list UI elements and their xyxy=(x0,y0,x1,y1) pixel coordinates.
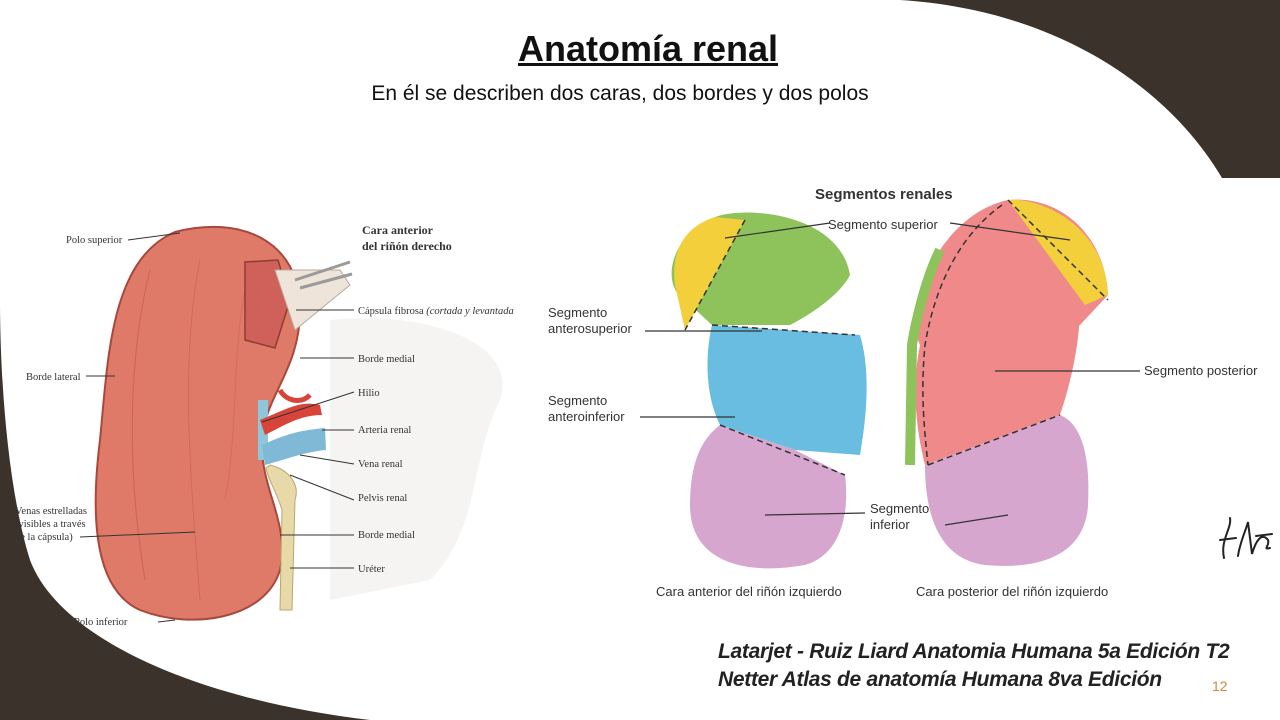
label-venas-estrelladas-2: (visibles a través xyxy=(15,519,86,530)
label-anteroinferior-1: Segmento xyxy=(548,393,607,408)
reference-netter: Netter Atlas de anatomía Humana 8va Edic… xyxy=(718,668,1162,691)
label-venas-estrelladas-3: de la cápsula) xyxy=(15,532,73,543)
posterior-kidney xyxy=(905,199,1109,566)
anterior-kidney xyxy=(671,212,867,569)
label-venas-estrelladas-1: Venas estrelladas xyxy=(15,506,87,517)
left-heading-line1: Cara anterior xyxy=(362,223,434,237)
label-segmento-inferior-1: Segmento xyxy=(870,501,929,516)
right-kidney-anterior-illustration: Polo superior Cara anterior del riñón de… xyxy=(15,223,514,628)
netter-signature xyxy=(1219,517,1273,559)
caption-posterior: Cara posterior del riñón izquierdo xyxy=(916,584,1108,599)
label-segmento-inferior-2: inferior xyxy=(870,517,910,532)
label-pelvis-renal: Pelvis renal xyxy=(358,493,407,504)
label-segmento-superior: Segmento superior xyxy=(828,217,939,232)
slide-title: Anatomía renal xyxy=(517,28,779,69)
label-borde-lateral: Borde lateral xyxy=(26,372,81,383)
label-anterosuperior-2: anterosuperior xyxy=(548,321,632,336)
left-heading-line2: del riñón derecho xyxy=(362,239,452,253)
label-arteria-renal: Arteria renal xyxy=(358,425,411,436)
label-borde-medial-upper: Borde medial xyxy=(358,354,415,365)
label-anterosuperior-1: Segmento xyxy=(548,305,607,320)
label-polo-superior: Polo superior xyxy=(66,235,123,246)
renal-segments-illustration: Segmentos renales Segmento superior Segm… xyxy=(548,186,1258,599)
caption-anterior: Cara anterior del riñón izquierdo xyxy=(656,584,842,599)
label-borde-medial-lower: Borde medial xyxy=(358,530,415,541)
label-segmento-posterior: Segmento posterior xyxy=(1144,363,1258,378)
label-hilio: Hilio xyxy=(358,388,380,399)
label-capsula-fibrosa: Cápsula fibrosa (cortada y levantada xyxy=(358,306,514,317)
label-ureter: Uréter xyxy=(358,564,385,575)
segments-title: Segmentos renales xyxy=(815,186,953,203)
page-number: 12 xyxy=(1212,678,1228,694)
label-anteroinferior-2: anteroinferior xyxy=(548,409,625,424)
label-polo-inferior: Polo inferior xyxy=(74,617,128,628)
label-vena-renal: Vena renal xyxy=(358,459,403,470)
slide-subtitle: En él se describen dos caras, dos bordes… xyxy=(371,82,869,105)
reference-latarjet: Latarjet - Ruiz Liard Anatomia Humana 5a… xyxy=(718,640,1230,663)
